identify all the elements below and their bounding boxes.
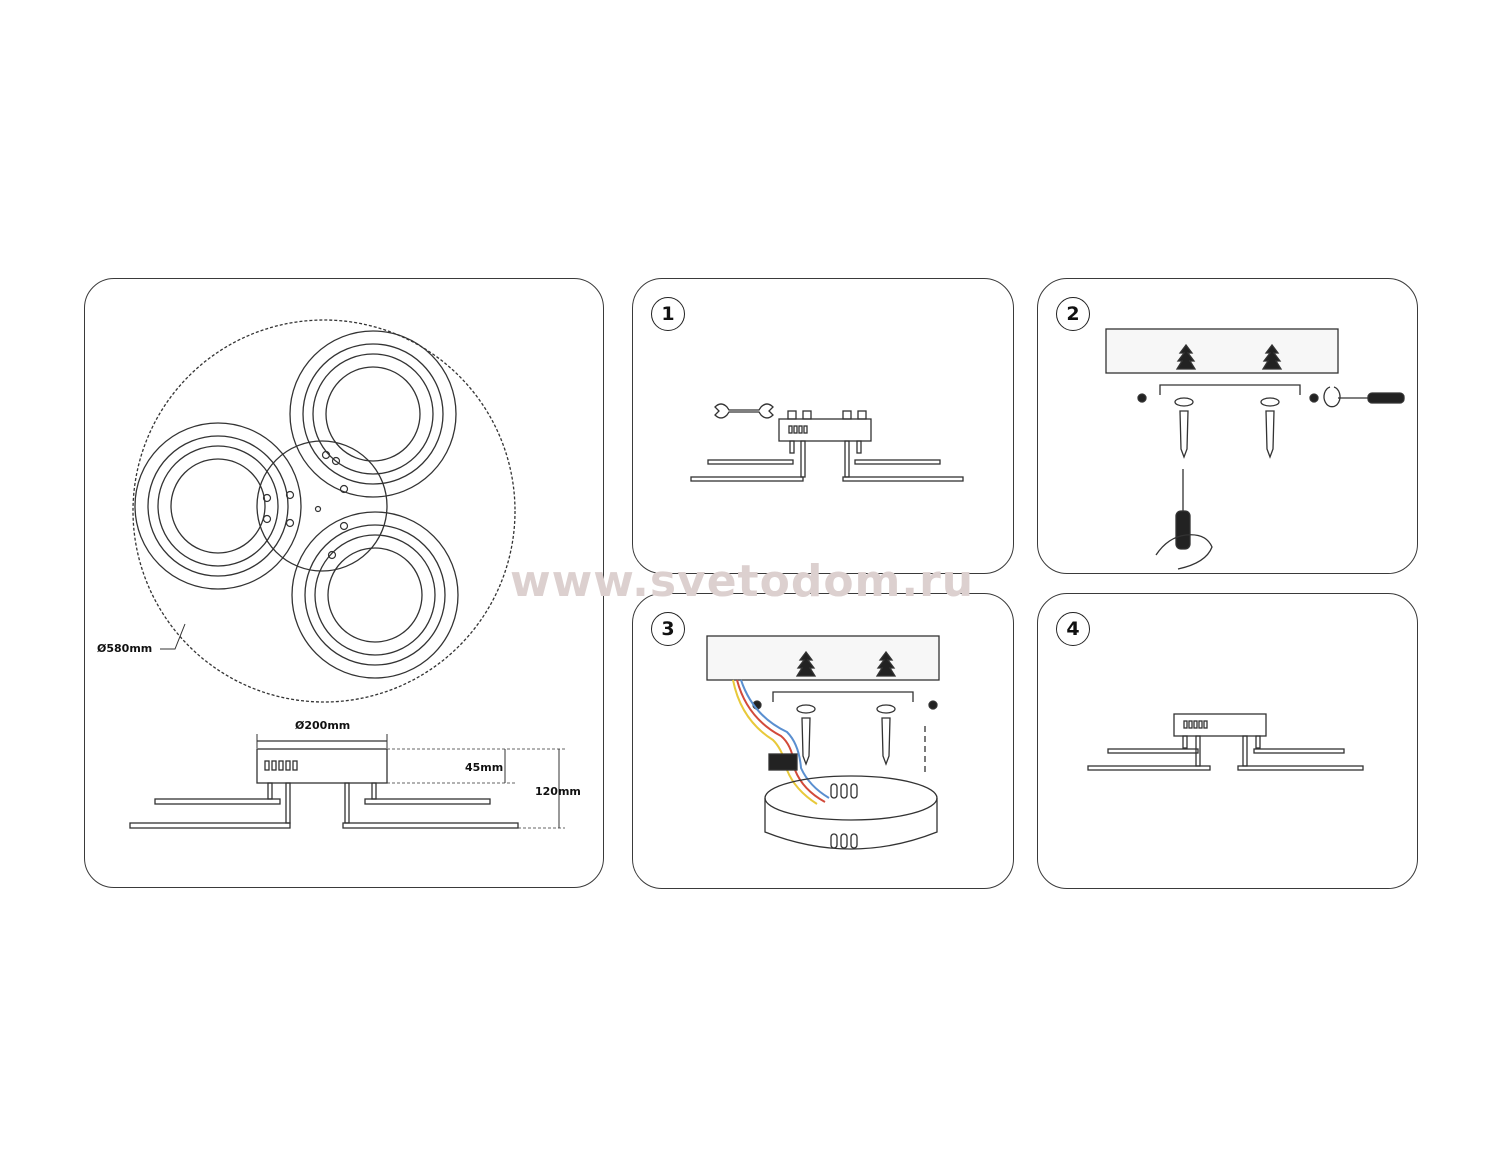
screw-icon xyxy=(801,717,891,766)
terminal-block xyxy=(768,753,798,771)
outer-diameter-label: Ø580mm xyxy=(97,642,152,655)
total-height-label: 120mm xyxy=(535,785,581,798)
ring-left xyxy=(134,422,302,590)
base-circle xyxy=(256,440,388,572)
outer-diameter-circle xyxy=(132,319,516,703)
base-height-label: 45mm xyxy=(465,761,503,774)
screw-icon xyxy=(1179,410,1275,459)
ring-top xyxy=(289,330,457,498)
step-number-badge: 3 xyxy=(651,612,685,646)
step-1-drawing xyxy=(690,403,964,482)
step-2-panel: 2 xyxy=(1037,278,1418,574)
diameter-leader xyxy=(160,623,186,650)
rotate-arrow-icon xyxy=(1323,386,1341,408)
base-diameter-label: Ø200mm xyxy=(295,719,350,732)
dimensions-drawing: Ø580mm Ø200mm 45mm 120mm xyxy=(97,319,581,829)
step-3-drawing xyxy=(706,635,940,850)
step-1-panel: 1 xyxy=(632,278,1014,574)
mount-holes xyxy=(262,450,349,560)
side-view xyxy=(129,734,565,829)
step-4-drawing xyxy=(1087,713,1364,771)
junction-box xyxy=(764,775,938,850)
ceiling xyxy=(706,635,940,681)
ceiling xyxy=(1105,328,1339,374)
wall-plug-icon xyxy=(1175,343,1283,370)
step-4-panel: 4 xyxy=(1037,593,1418,889)
ring-bottom xyxy=(291,511,459,679)
step-3-panel: 3 xyxy=(632,593,1014,889)
wires xyxy=(732,679,830,805)
step-number-badge: 4 xyxy=(1056,612,1090,646)
mounting-bracket xyxy=(1159,384,1301,395)
step-number-badge: 2 xyxy=(1056,297,1090,331)
step-number-badge: 1 xyxy=(651,297,685,331)
watermark: www.svetodom.ru xyxy=(510,556,975,607)
mounting-bracket xyxy=(772,691,914,702)
wrench-icon xyxy=(714,403,774,419)
step-2-drawing xyxy=(1105,328,1405,570)
screwdriver-icon xyxy=(1155,392,1405,570)
dimensions-panel: Ø580mm Ø200mm 45mm 120mm xyxy=(84,278,604,888)
wall-plug-icon xyxy=(795,650,897,677)
